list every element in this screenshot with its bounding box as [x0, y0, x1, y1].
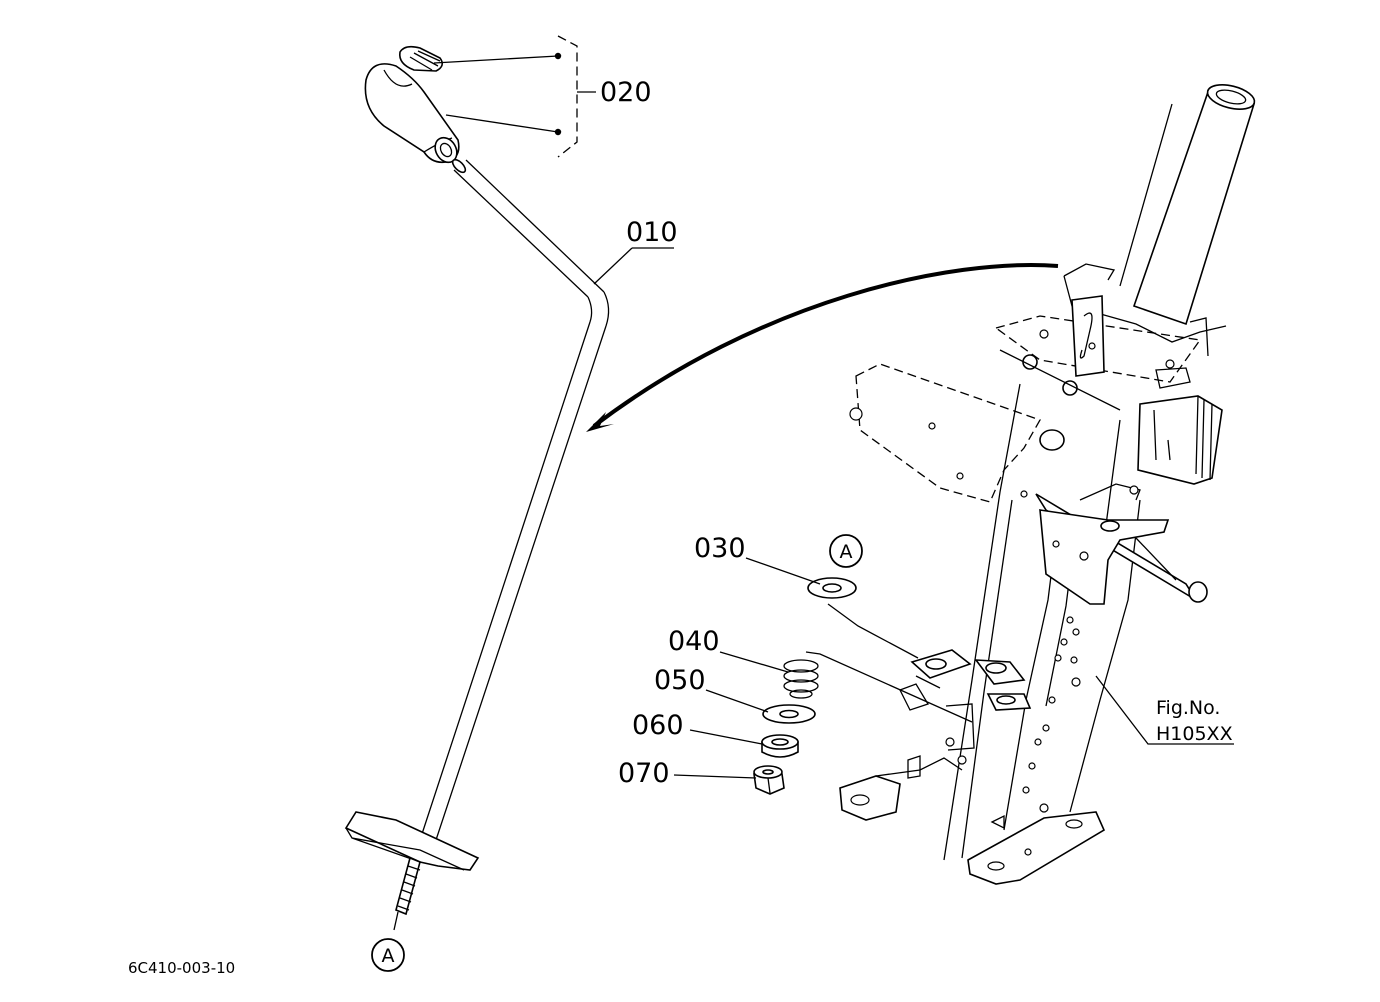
- knob-assembly: [364, 35, 596, 164]
- knob-insert: [398, 45, 444, 72]
- callout-070: 070: [618, 758, 670, 789]
- lever-rod: [344, 158, 610, 931]
- callout-010: 010: [626, 217, 678, 248]
- ref-a-top: A: [840, 541, 853, 563]
- ref-a-bottom-circle: [371, 938, 405, 972]
- ref-a-bottom: A: [382, 945, 395, 967]
- ref-a-top-circle: [829, 534, 863, 568]
- callout-020: 020: [600, 77, 652, 108]
- callout-060: 060: [632, 710, 684, 741]
- callout-040: 040: [668, 626, 720, 657]
- drawing-code: 6C410-003-10: [128, 959, 235, 977]
- arrow-curve: [592, 263, 1059, 428]
- callout-030: 030: [694, 533, 746, 564]
- hardware-stack: [753, 577, 973, 795]
- steering-frame: [839, 84, 1256, 885]
- fig-ref-line2: H105XX: [1156, 723, 1233, 745]
- fig-ref-line1: Fig.No.: [1156, 697, 1220, 719]
- callout-050: 050: [654, 665, 706, 696]
